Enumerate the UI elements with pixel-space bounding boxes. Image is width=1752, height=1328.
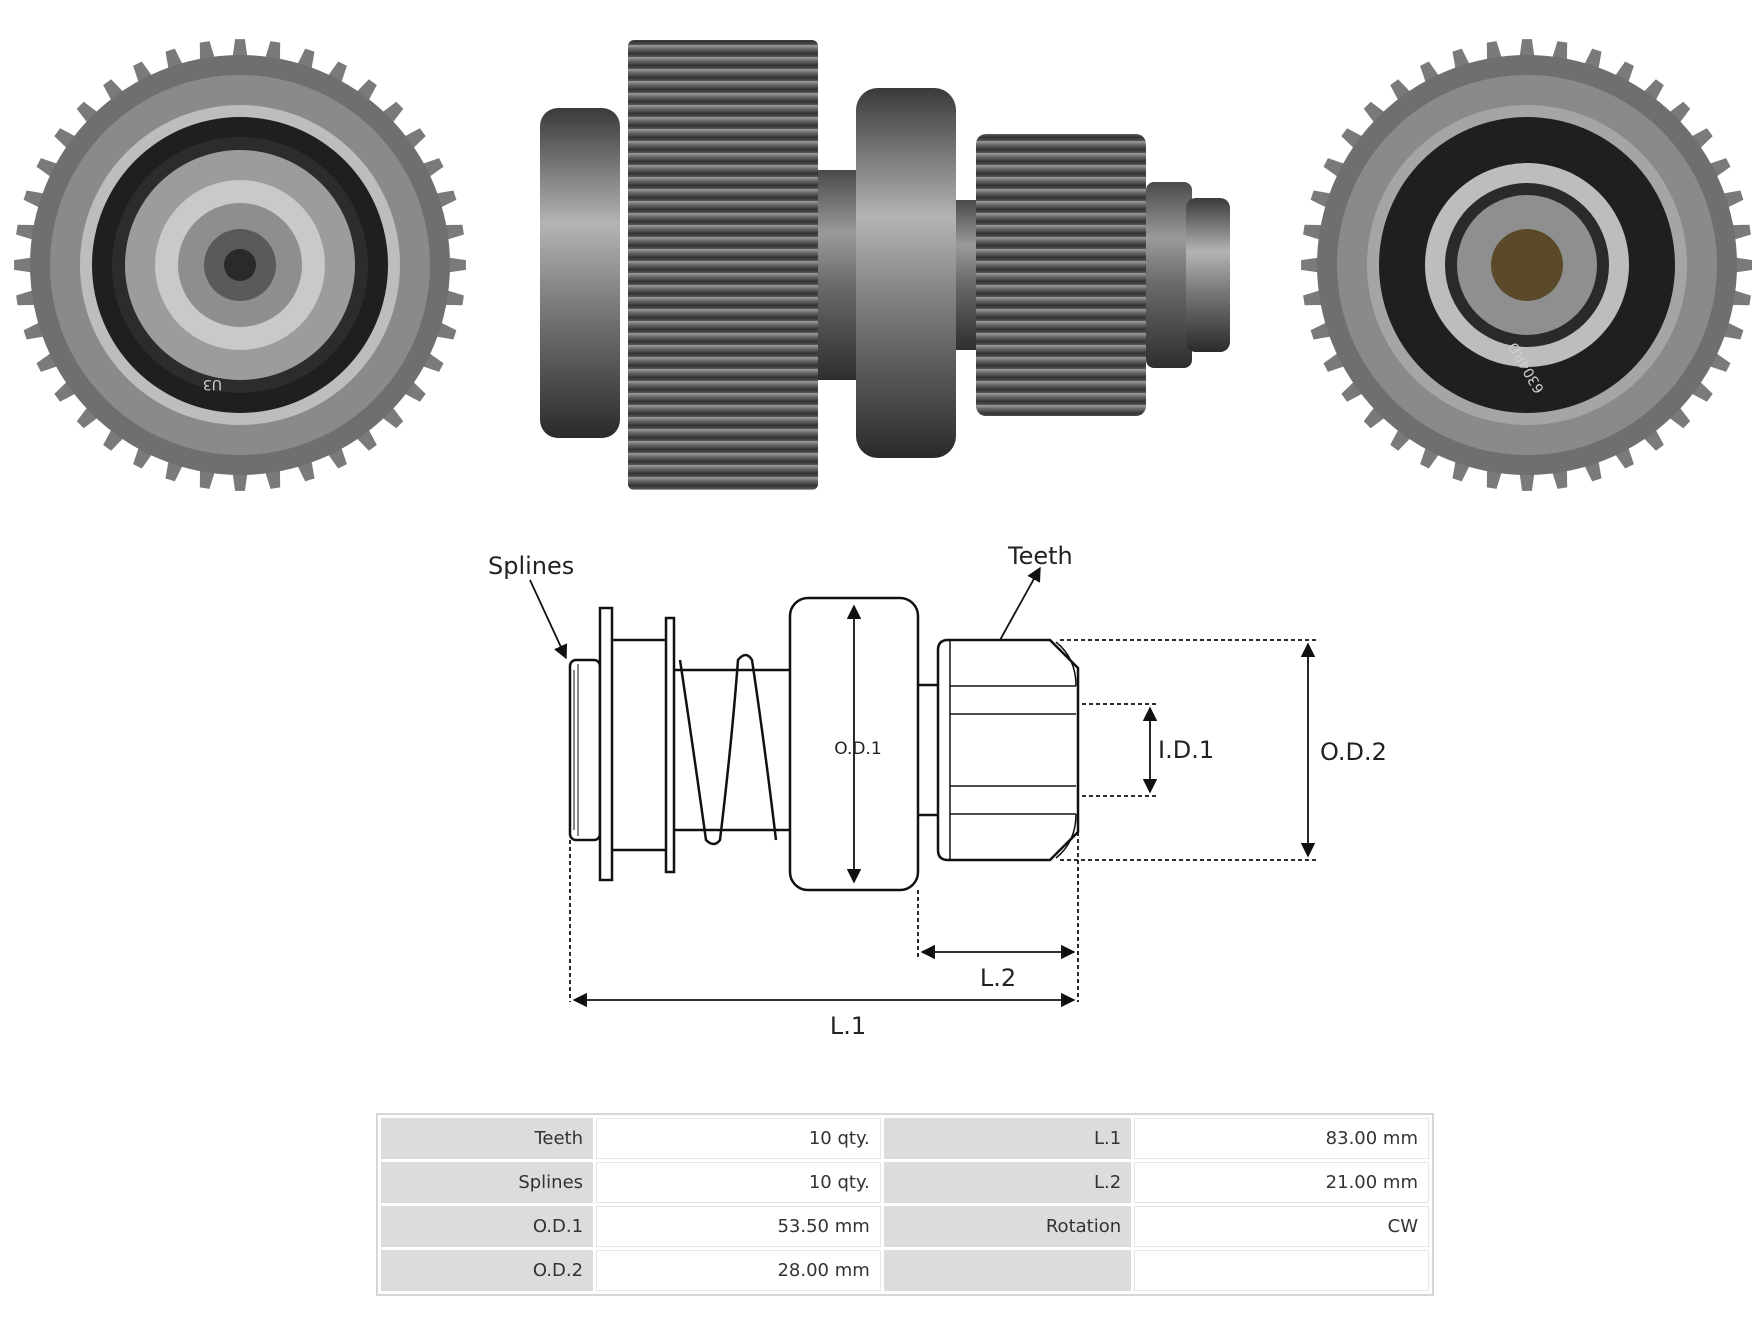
- flange-left: [598, 606, 614, 882]
- technical-drawing: Splines Teeth O.D.1 O.D.2 I.D.1 L.2 L.1: [488, 542, 1387, 1040]
- front-view-gear: U3: [30, 55, 450, 475]
- spec-value: 53.50 mm: [596, 1206, 881, 1247]
- spec-value: 28.00 mm: [596, 1250, 881, 1291]
- table-row: O.D.2 28.00 mm: [381, 1250, 1429, 1291]
- spec-label: L.2: [883, 1162, 1132, 1203]
- spec-value: 83.00 mm: [1134, 1118, 1429, 1159]
- table-row: Splines 10 qty. L.2 21.00 mm: [381, 1162, 1429, 1203]
- rear-view-gear: 6304RD: [1317, 55, 1737, 475]
- spec-label: Splines: [381, 1162, 594, 1203]
- spec-value: CW: [1134, 1206, 1429, 1247]
- pinion: [936, 638, 1080, 862]
- splines-label: Splines: [488, 552, 574, 580]
- side-view-drive: [540, 40, 1230, 490]
- spec-label: Teeth: [381, 1118, 594, 1159]
- spec-value: 10 qty.: [596, 1118, 881, 1159]
- od2-label: O.D.2: [1320, 738, 1387, 766]
- table-row: Teeth 10 qty. L.1 83.00 mm: [381, 1118, 1429, 1159]
- l2-label: L.2: [980, 964, 1016, 992]
- product-photos: U3 6304RD: [14, 39, 1752, 491]
- spec-table: Teeth 10 qty. L.1 83.00 mm Splines 10 qt…: [376, 1113, 1434, 1296]
- spring-coil: [678, 653, 778, 846]
- id1-label: I.D.1: [1158, 736, 1214, 764]
- table-row: O.D.1 53.50 mm Rotation CW: [381, 1206, 1429, 1247]
- spec-value: 10 qty.: [596, 1162, 881, 1203]
- spec-label: [883, 1250, 1132, 1291]
- spec-label: L.1: [883, 1118, 1132, 1159]
- spec-value: [1134, 1250, 1429, 1291]
- spec-label: O.D.2: [381, 1250, 594, 1291]
- front-seal-marking: U3: [203, 376, 222, 392]
- spec-label: O.D.1: [381, 1206, 594, 1247]
- teeth-label: Teeth: [1007, 542, 1073, 570]
- flange-right: [664, 616, 676, 874]
- spec-label: Rotation: [883, 1206, 1132, 1247]
- spec-value: 21.00 mm: [1134, 1162, 1429, 1203]
- l1-label: L.1: [830, 1012, 866, 1040]
- od1-label: O.D.1: [834, 739, 881, 759]
